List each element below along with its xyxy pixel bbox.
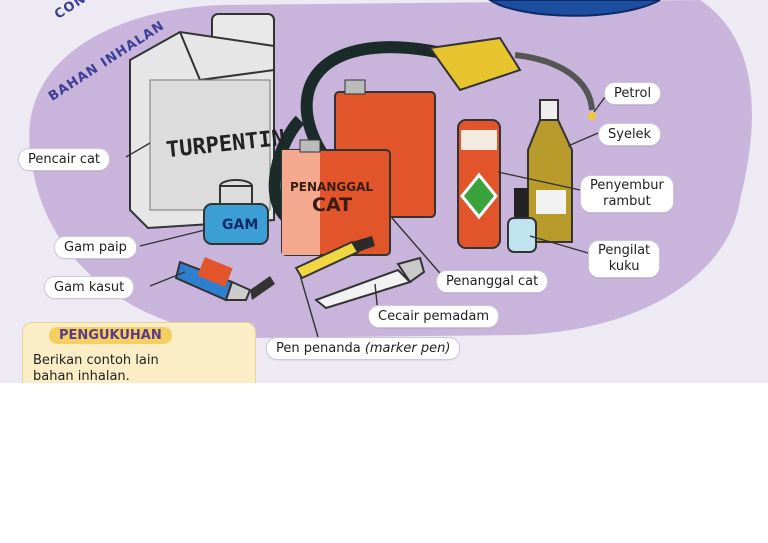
leader-lines [125, 92, 609, 338]
paint-can-text-2: CAT [312, 194, 353, 216]
label-gam-paip: Gam paip [54, 236, 137, 259]
glue-can-text: GAM [222, 217, 259, 233]
paint-can-text-1: PENANGGAL [290, 180, 373, 194]
illustration-svg [29, 0, 752, 371]
correction-pen-icon [313, 256, 426, 310]
label-penanggal-cat: Penanggal cat [436, 270, 549, 293]
pengukuhan-body: Berikan contoh lain bahan inhalan. [33, 353, 193, 383]
label-penyembur-line1: Penyembur [590, 178, 664, 193]
pengukuhan-body-line1: Berikan contoh lain [33, 353, 159, 368]
shellac-bottle-icon [527, 99, 573, 243]
illustration-panel: CONTOH BAHAN INHALAN TURPENTIN PENANGGAL… [0, 0, 768, 383]
pengukuhan-body-line2: bahan inhalan. [33, 369, 130, 383]
label-cecair-pemadam: Cecair pemadam [368, 305, 500, 328]
glue-can-icon [203, 179, 269, 245]
label-pengilat-line1: Pengilat [598, 243, 651, 258]
label-pengilat-line2: kuku [608, 259, 640, 274]
pengukuhan-box: PENGUKUHAN Berikan contoh lain bahan inh… [22, 322, 256, 383]
label-gam-kasut: Gam kasut [44, 276, 135, 299]
marker-pen-icon [294, 236, 375, 280]
top-emblem [488, 0, 661, 17]
label-pen-penanda-italic: (marker pen) [364, 341, 451, 356]
label-pen-penanda: Pen penanda (marker pen) [266, 337, 461, 360]
label-penyembur-line2: rambut [603, 194, 651, 209]
hairspray-can-icon [457, 119, 501, 249]
label-syelek: Syelek [598, 123, 662, 146]
shoe-glue-tube-icon [174, 257, 275, 302]
label-petrol: Petrol [604, 82, 662, 105]
nail-polish-icon [507, 188, 537, 253]
label-pen-penanda-text: Pen penanda [276, 341, 361, 356]
label-penyembur-rambut: Penyembur rambut [580, 175, 674, 213]
label-pencair-cat: Pencair cat [18, 148, 111, 171]
fuel-nozzle-icon [428, 36, 596, 120]
pengukuhan-title: PENGUKUHAN [49, 327, 172, 344]
label-pengilat-kuku: Pengilat kuku [588, 240, 661, 278]
paint-remover-can-icon [281, 79, 436, 256]
